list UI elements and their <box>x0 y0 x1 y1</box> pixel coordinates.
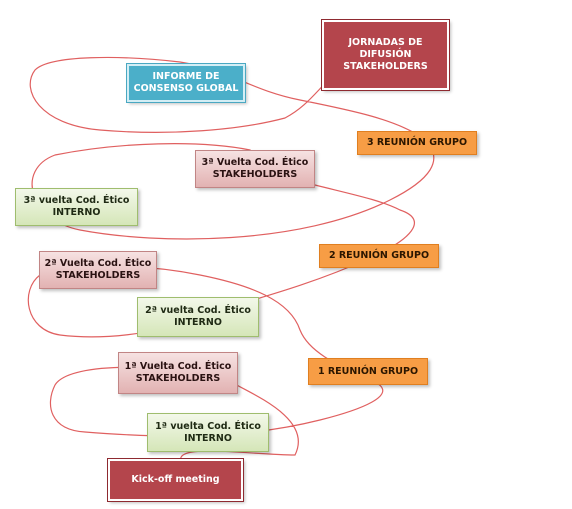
informe-consenso-global-box: INFORME DE CONSENSO GLOBAL <box>126 63 246 103</box>
vuelta-1-stakeholders-label: 1ª Vuelta Cod. Ético STAKEHOLDERS <box>124 361 232 384</box>
reunion-grupo-3-box: 3 REUNIÓN GRUPO <box>357 131 477 155</box>
vuelta-1-interno-label: 1ª vuelta Cod. Ético INTERNO <box>155 420 261 444</box>
vuelta-2-stakeholders-box: 2ª Vuelta Cod. Ético STAKEHOLDERS <box>39 251 157 289</box>
informe-consenso-global-label: INFORME DE CONSENSO GLOBAL <box>133 71 239 94</box>
vuelta-1-stakeholders-box: 1ª Vuelta Cod. Ético STAKEHOLDERS <box>118 352 238 394</box>
kick-off-meeting-box: Kick-off meeting <box>107 458 244 502</box>
reunion-grupo-1-label: 1 REUNIÓN GRUPO <box>317 365 419 377</box>
vuelta-3-interno-label: 3ª vuelta Cod. Ético INTERNO <box>23 195 130 218</box>
vuelta-3-stakeholders-box: 3ª Vuelta Cod. Ético STAKEHOLDERS <box>195 150 315 188</box>
vuelta-2-stakeholders-label: 2ª Vuelta Cod. Ético STAKEHOLDERS <box>44 258 152 281</box>
reunion-grupo-3-label: 3 REUNIÓN GRUPO <box>366 137 468 148</box>
kick-off-meeting-label: Kick-off meeting <box>131 474 220 485</box>
reunion-grupo-1-box: 1 REUNIÓN GRUPO <box>308 358 428 385</box>
jornadas-difusion-stakeholders-label: JORNADAS DE DIFUSIÓN STAKEHOLDERS <box>343 37 428 72</box>
vuelta-2-interno-label: 2ª vuelta Cod. Ético INTERNO <box>145 305 251 328</box>
vuelta-2-interno-box: 2ª vuelta Cod. Ético INTERNO <box>137 297 259 337</box>
jornadas-difusion-stakeholders-box: JORNADAS DE DIFUSIÓN STAKEHOLDERS <box>321 19 450 91</box>
reunion-grupo-2-box: 2 REUNIÓN GRUPO <box>319 244 439 268</box>
vuelta-3-interno-box: 3ª vuelta Cod. Ético INTERNO <box>15 188 138 226</box>
vuelta-3-stakeholders-label: 3ª Vuelta Cod. Ético STAKEHOLDERS <box>201 157 309 180</box>
vuelta-1-interno-box: 1ª vuelta Cod. Ético INTERNO <box>147 413 269 452</box>
reunion-grupo-2-label: 2 REUNIÓN GRUPO <box>328 250 430 261</box>
